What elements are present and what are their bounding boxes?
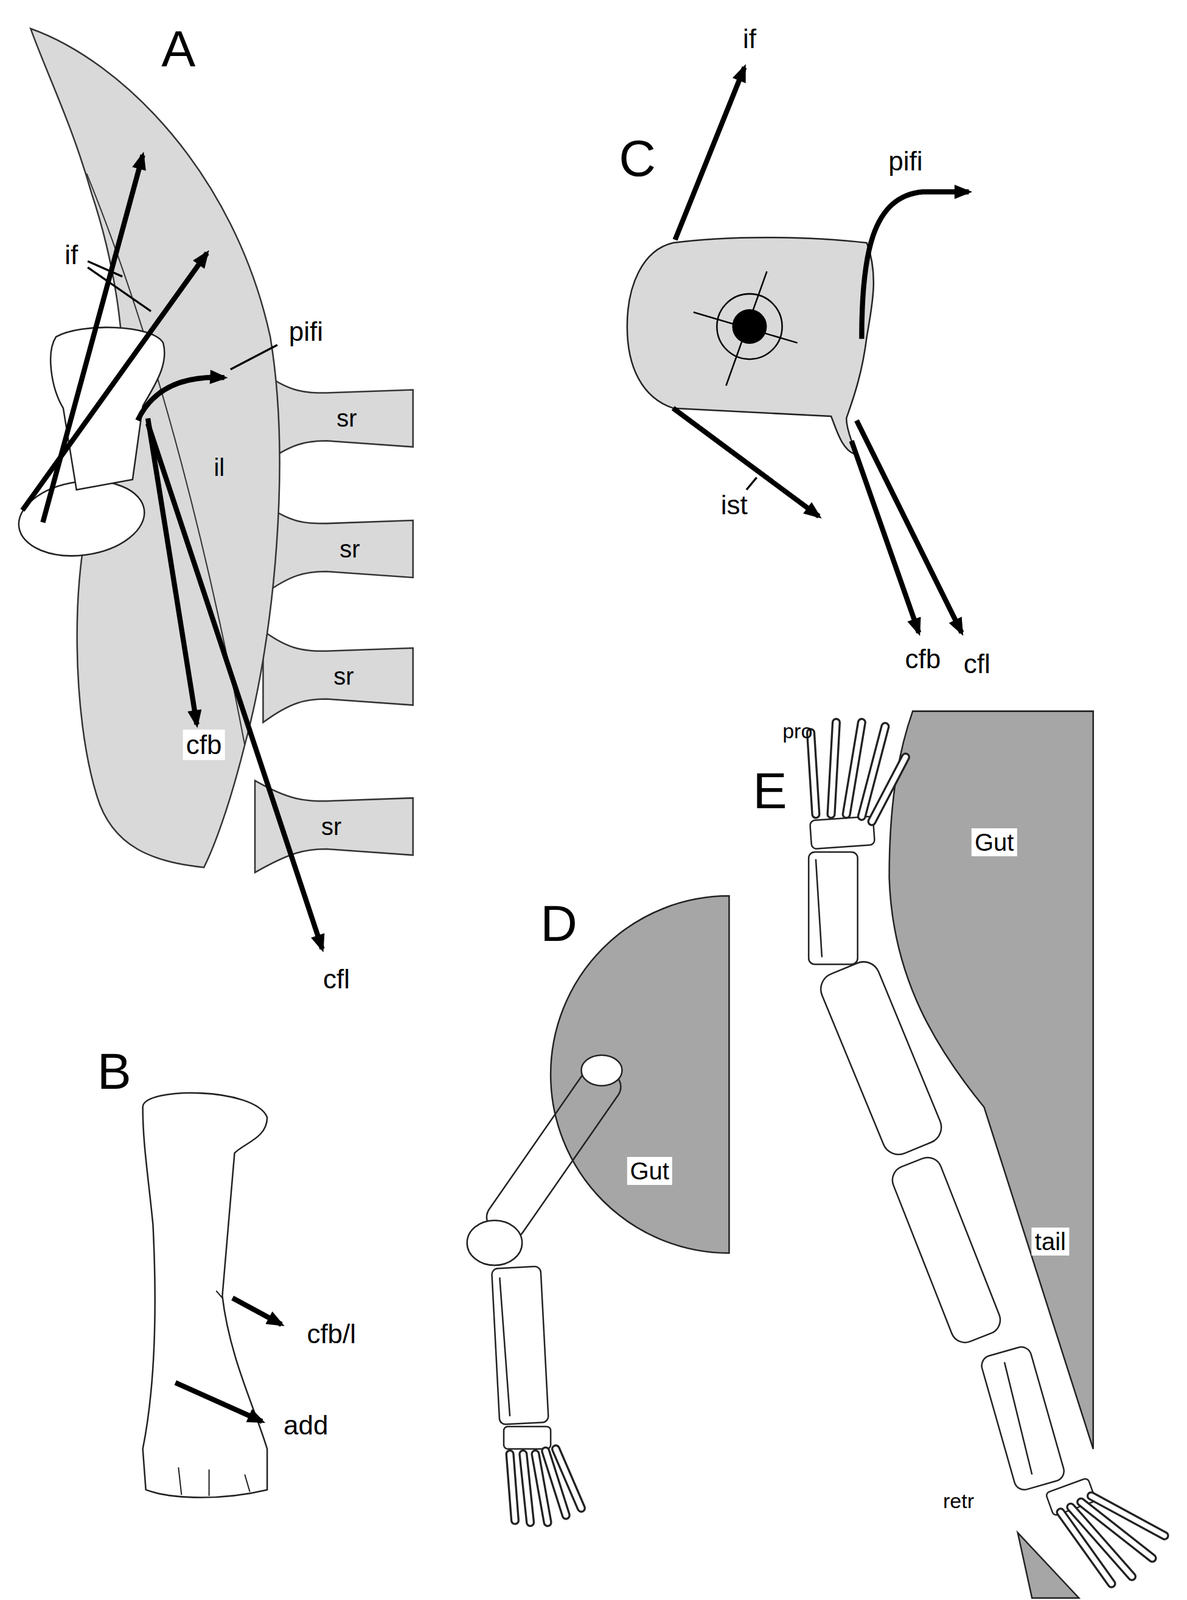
panel-letter: C xyxy=(618,130,656,187)
bone-label: il xyxy=(213,453,225,481)
muscle-label: ist xyxy=(720,489,748,519)
hindlimb xyxy=(808,815,1096,1516)
muscle-label: if xyxy=(742,23,757,53)
muscle-arrow xyxy=(672,67,969,633)
bone-label: sr xyxy=(321,812,342,840)
motion-label: pro xyxy=(782,719,813,743)
tail-region xyxy=(1017,1531,1080,1598)
femur xyxy=(142,1092,268,1498)
leader-line xyxy=(746,477,757,490)
hip-joint-symbol xyxy=(693,271,798,386)
hindlimb xyxy=(467,1054,627,1449)
bone-label: sr xyxy=(339,535,360,563)
muscle-label: pifi xyxy=(288,316,324,347)
femur-detail xyxy=(178,1290,250,1496)
panel-letter: D xyxy=(540,894,578,951)
muscle-label: cfl xyxy=(963,649,991,679)
muscle-label: pifi xyxy=(888,146,923,176)
gut-region xyxy=(550,895,729,1253)
muscle-label: cfb xyxy=(905,644,942,674)
panel-letter: E xyxy=(752,762,787,819)
panel-letter: B xyxy=(97,1042,132,1099)
muscle-label: add xyxy=(283,1409,328,1439)
muscle-arrow xyxy=(175,1297,282,1422)
muscle-label: if xyxy=(64,240,78,270)
panel-letter: A xyxy=(161,20,196,77)
bone-label: sr xyxy=(336,404,357,432)
leader-line xyxy=(87,261,278,370)
region-label: tail xyxy=(1031,1227,1069,1256)
muscle-label: cfb/l xyxy=(306,1319,356,1349)
muscle-label: cfb xyxy=(183,728,226,760)
digits xyxy=(811,722,1166,1584)
muscle-arrow xyxy=(22,155,323,949)
femur-head xyxy=(13,327,165,564)
region-label: Gut xyxy=(971,828,1017,857)
motion-label: retr xyxy=(943,1489,975,1513)
bone-label: sr xyxy=(333,662,354,690)
region-label: Gut xyxy=(626,1156,672,1185)
muscle-label: cfl xyxy=(323,964,350,994)
digits xyxy=(509,1448,582,1523)
pelvis-section xyxy=(627,237,874,454)
